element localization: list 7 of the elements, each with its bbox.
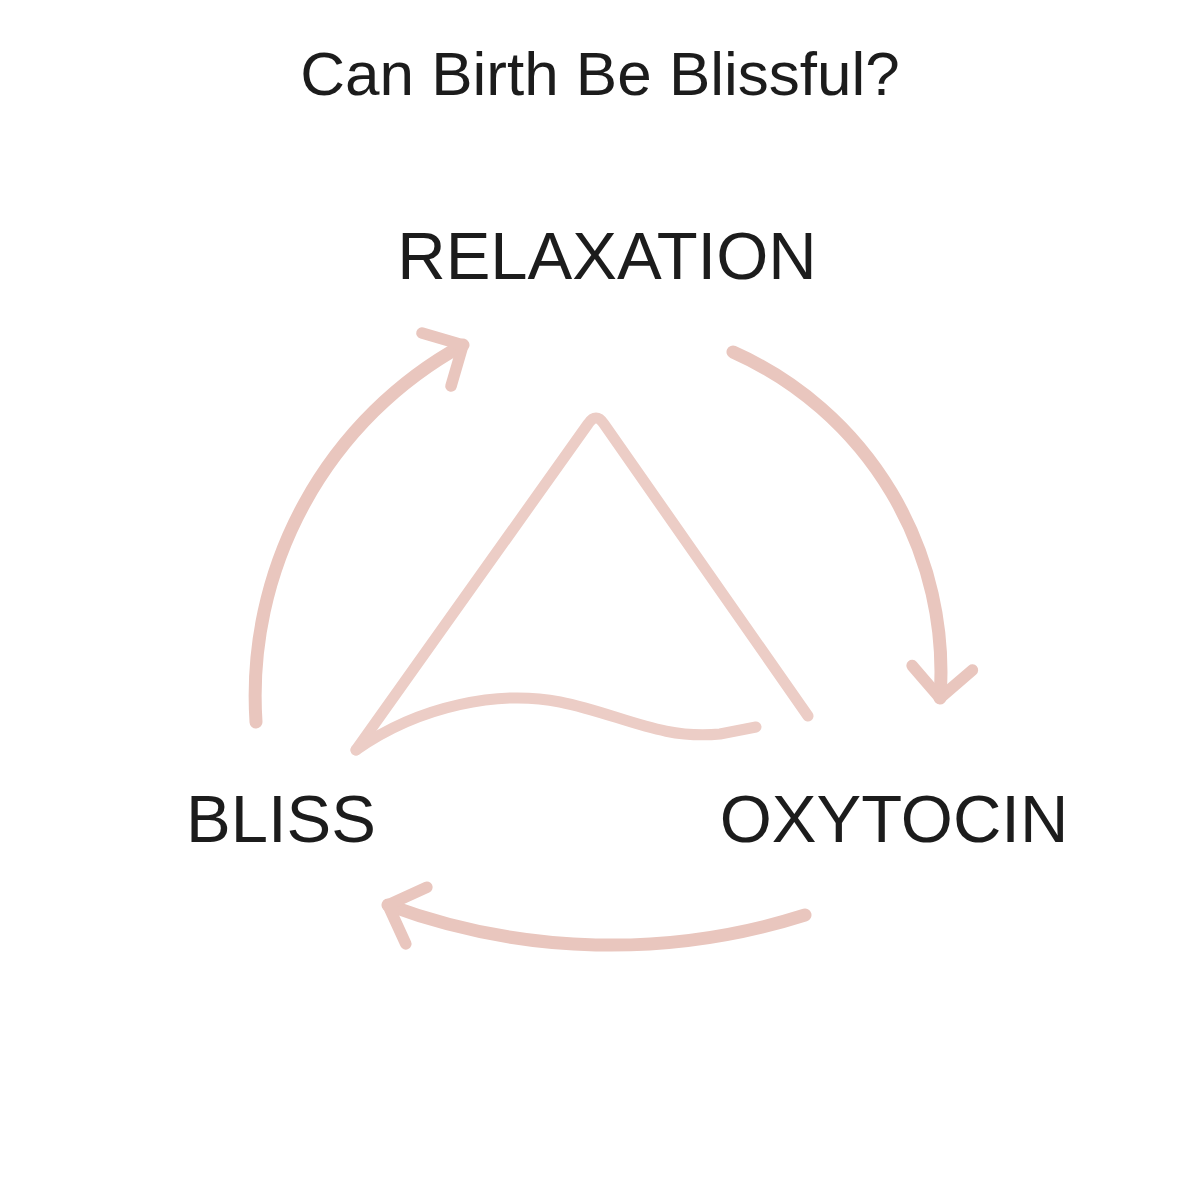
- cycle-step-label: RELAXATION: [397, 219, 817, 293]
- curved-arrow: [381, 879, 812, 952]
- curved-arrow: [249, 329, 470, 729]
- cycle-step-label: OXYTOCIN: [719, 782, 1069, 856]
- curved-arrow: [726, 345, 977, 705]
- title: Can Birth Be Blissful?: [299, 38, 901, 110]
- cycle-step-label: BLISS: [186, 782, 376, 856]
